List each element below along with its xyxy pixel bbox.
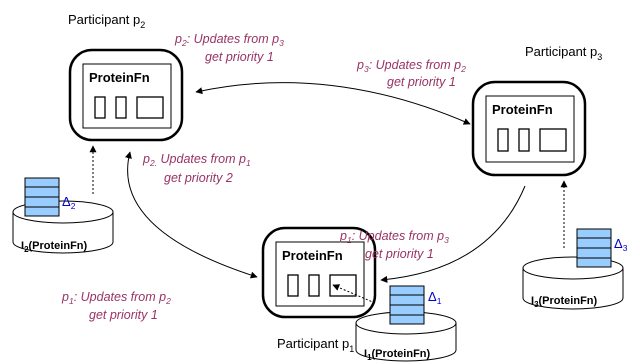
svg-text:p3: Updates from p2: p3: Updates from p2	[356, 58, 466, 74]
annotation-p2-from-p3: p2: Updates from p3 get priority 1	[174, 32, 284, 64]
delta-label-p1: Δ1	[428, 289, 442, 306]
delta-label-p2: Δ2	[62, 194, 76, 211]
delta-row	[24, 177, 60, 188]
delta-row	[576, 237, 612, 249]
participant-p3-label: Participant p3	[525, 44, 602, 62]
exchange-arrow-p2-p1	[125, 151, 258, 279]
delta-row	[389, 314, 425, 325]
svg-text:p1: Updates from p2: p1: Updates from p2	[61, 290, 171, 306]
delta-row	[24, 186, 60, 198]
svg-text:get priority 1: get priority 1	[365, 247, 434, 261]
participant-p1: ProteinFn Participant p1	[261, 226, 377, 354]
svg-text:get priority 1: get priority 1	[205, 50, 274, 64]
protein-fn-title-p1: ProteinFn	[282, 248, 343, 263]
svg-text:get priority 2: get priority 2	[164, 171, 233, 185]
svg-text:p2: Updates from p3: p2: Updates from p3	[174, 32, 284, 48]
delta-stack-p3: Δ3	[576, 228, 628, 268]
delta-stack-p1: Δ1	[389, 285, 442, 325]
annotation-p1-from-p2: p1: Updates from p2 get priority 1	[61, 290, 171, 322]
delta-row	[576, 247, 612, 259]
annotation-p2-from-p1: p2. Updates from p1 get priority 2	[142, 152, 251, 185]
participant-p3: Participant p3 ProteinFn	[471, 44, 602, 177]
delta-row	[24, 206, 60, 217]
annotation-p3-from-p2: p3: Updates from p2 get priority 1	[356, 58, 466, 89]
delta-stack-p2: Δ2	[24, 177, 76, 217]
tuple-cell	[308, 274, 320, 297]
protein-fn-title-p3: ProteinFn	[492, 102, 553, 117]
annotation-p1-from-p3: p1: Updates from p3 get priority 1	[339, 229, 449, 261]
instance-db-p2: I2(ProteinFn)	[12, 200, 114, 254]
tuple-cell	[94, 96, 106, 119]
participant-p2: Participant p2 ProteinFn	[68, 12, 184, 142]
delta-row	[576, 228, 612, 239]
svg-text:p1: Updates from p3: p1: Updates from p3	[339, 229, 449, 245]
delta-label-p3: Δ3	[614, 236, 628, 253]
tuple-cell	[115, 96, 127, 119]
tuple-cell-wide	[539, 128, 567, 152]
tuple-cell	[497, 128, 509, 152]
tuple-cell-wide	[329, 274, 357, 297]
update-arrow-p3-to-p1	[380, 185, 526, 283]
instance-label-p2: I2(ProteinFn)	[21, 240, 88, 254]
delta-row	[389, 304, 425, 316]
tuple-cell	[518, 128, 530, 152]
database-cylinder-body	[522, 268, 624, 310]
participant-p1-label: Participant p1	[277, 336, 354, 354]
instance-label-p3: I3(ProteinFn)	[531, 295, 598, 309]
participant-p2-label: Participant p2	[68, 12, 145, 30]
instance-label-p1: I1(ProteinFn)	[364, 348, 431, 362]
exchange-arrow-p2-p3	[195, 82, 471, 125]
delta-row	[576, 257, 612, 268]
delta-row	[389, 285, 425, 296]
svg-text:get priority 1: get priority 1	[387, 75, 456, 89]
delta-row	[389, 294, 425, 306]
database-cylinder-body	[12, 212, 114, 254]
protein-fn-title-p2: ProteinFn	[89, 70, 150, 85]
delta-row	[24, 196, 60, 208]
svg-text:get priority 1: get priority 1	[89, 308, 158, 322]
svg-text:p2. Updates from p1: p2. Updates from p1	[142, 152, 251, 168]
tuple-cell	[287, 274, 299, 297]
tuple-cell-wide	[136, 96, 164, 119]
